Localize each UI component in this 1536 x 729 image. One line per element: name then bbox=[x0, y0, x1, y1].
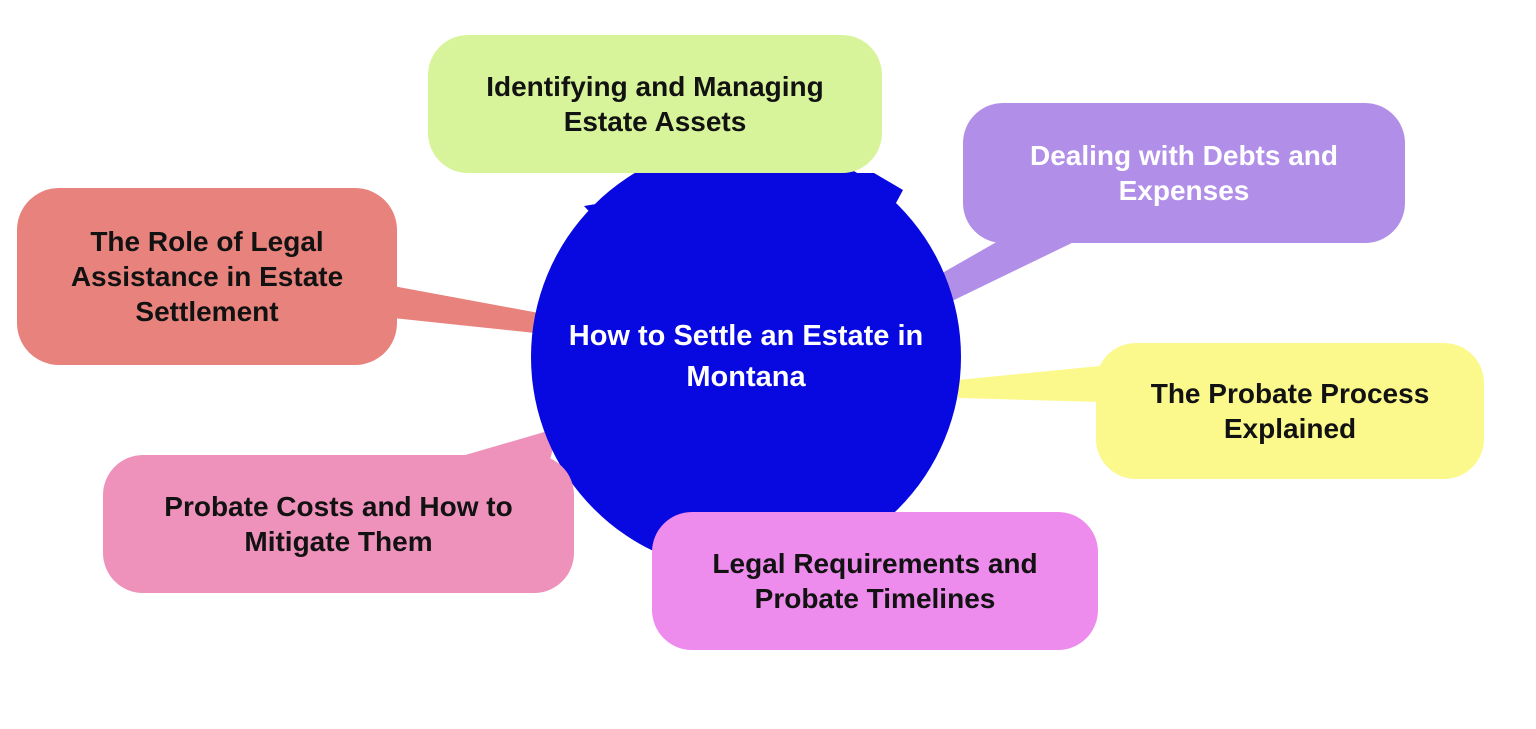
connector-debts-expenses-icon bbox=[930, 240, 1078, 302]
node-label-line: Probate Timelines bbox=[754, 583, 996, 614]
node-label-line: Assistance in Estate bbox=[70, 260, 344, 292]
node-label-line: Explained bbox=[1223, 413, 1357, 444]
node-label-line: Estate Assets bbox=[563, 106, 747, 137]
node-legal-assistance: The Role of Legal Assistance in Estate S… bbox=[17, 188, 397, 365]
node-probate-costs: Probate Costs and How to Mitigate Them bbox=[103, 455, 574, 593]
node-label-line: Probate Costs and How to bbox=[164, 490, 513, 522]
node-label-line: The Role of Legal bbox=[90, 225, 324, 257]
node-label-line: Settlement bbox=[135, 296, 279, 328]
center-node-line: How to Settle an Estate in bbox=[568, 320, 924, 353]
node-label-line: The Probate Process bbox=[1150, 377, 1430, 409]
node-label-line: Expenses bbox=[1118, 175, 1250, 206]
connector-probate-process-icon bbox=[958, 366, 1100, 402]
node-label-line: Mitigate Them bbox=[244, 526, 433, 557]
center-node: How to Settle an Estate in Montana bbox=[531, 142, 961, 572]
node-probate-process: The Probate Process Explained bbox=[1096, 343, 1484, 479]
node-label-line: Identifying and Managing bbox=[486, 70, 824, 102]
node-label-line: Dealing with Debts and bbox=[1029, 139, 1339, 171]
node-legal-requirements: Legal Requirements and Probate Timelines bbox=[652, 512, 1098, 650]
node-label-line: Legal Requirements and bbox=[712, 547, 1038, 579]
center-node-shape bbox=[531, 142, 961, 572]
center-node-line: Montana bbox=[686, 361, 806, 393]
node-identifying-assets: Identifying and Managing Estate Assets bbox=[428, 35, 882, 173]
node-debts-expenses: Dealing with Debts and Expenses bbox=[963, 103, 1405, 243]
